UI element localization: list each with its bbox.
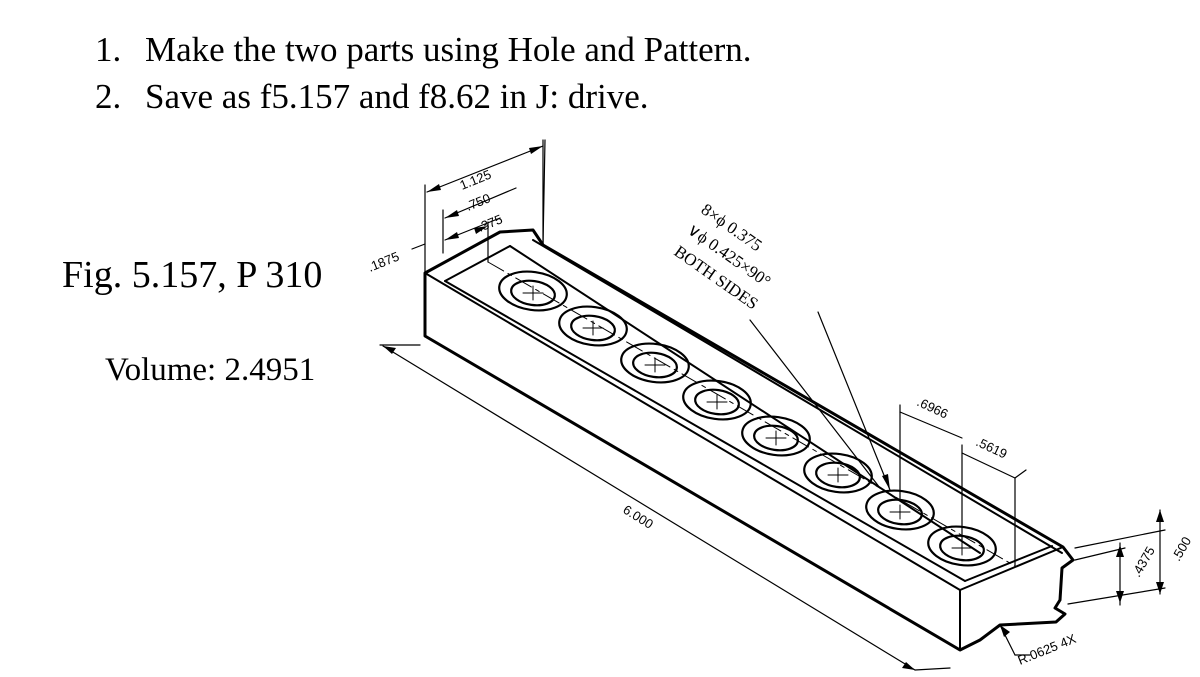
hole-1 bbox=[498, 270, 568, 312]
dim-radius: R.0625 4X bbox=[1016, 631, 1079, 668]
hole-5 bbox=[741, 415, 811, 457]
block-outline bbox=[423, 228, 1075, 652]
dim-750: .750 bbox=[464, 190, 493, 213]
instruction-number: 2. bbox=[95, 77, 122, 116]
hole-3 bbox=[620, 342, 690, 384]
instruction-text: Save as f5.157 and f8.62 in J: drive. bbox=[145, 77, 649, 116]
dim-length: 6.000 bbox=[620, 502, 656, 532]
dim-5619: .5619 bbox=[974, 434, 1010, 461]
dim-1125: 1.125 bbox=[458, 167, 494, 193]
instruction-1: 1. Make the two parts using Hole and Patt… bbox=[95, 30, 752, 70]
hole-8 bbox=[927, 525, 997, 567]
instruction-number: 1. bbox=[95, 30, 122, 69]
dim-500: .500 bbox=[1169, 534, 1195, 563]
volume-label: Volume: 2.4951 bbox=[105, 352, 316, 388]
arrowheads bbox=[383, 146, 1164, 670]
dim-6966: .6966 bbox=[915, 394, 951, 421]
dim-1875: .1875 bbox=[366, 249, 402, 275]
center-line bbox=[487, 261, 1016, 567]
dim-4375: .4375 bbox=[1129, 544, 1158, 580]
instruction-2: 2. Save as f5.157 and f8.62 in J: drive. bbox=[95, 77, 649, 117]
hole-pattern bbox=[498, 270, 997, 567]
figure-caption: Fig. 5.157, P 310 bbox=[62, 254, 323, 296]
hole-6 bbox=[803, 452, 873, 494]
hole-2 bbox=[558, 305, 628, 347]
block-edges bbox=[424, 239, 1064, 651]
hole-4 bbox=[682, 379, 752, 421]
instruction-text: Make the two parts using Hole and Patter… bbox=[145, 30, 752, 69]
hole-7 bbox=[865, 489, 935, 531]
dimension-lines bbox=[379, 139, 1166, 671]
